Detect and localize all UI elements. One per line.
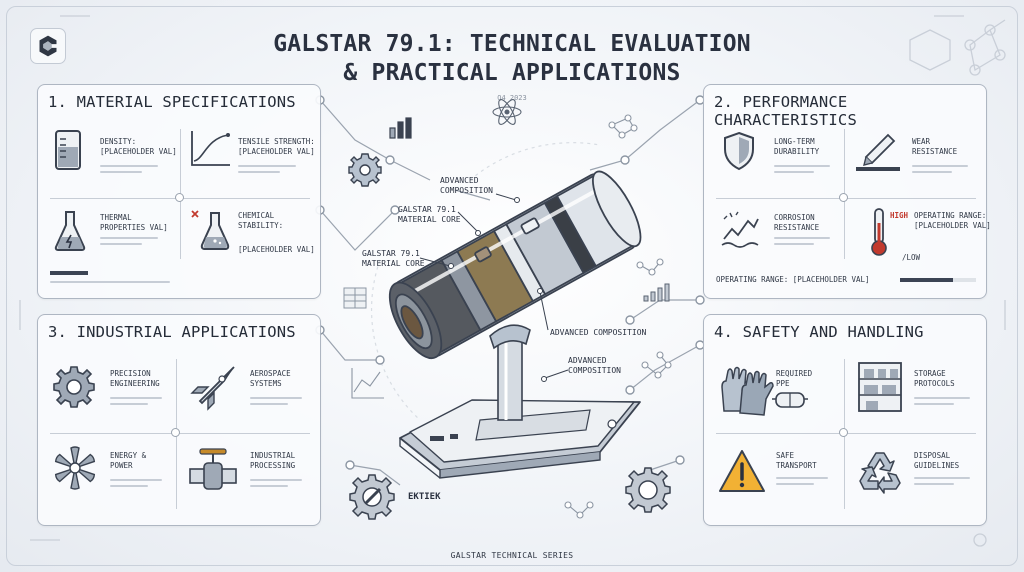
thermometer-icon [868,207,890,257]
panel-title-performance: 2. PERFORMANCE CHARACTERISTICS [714,93,857,129]
corrosion-resistance-label: CORROSION RESISTANCE [774,213,820,232]
stand-post [489,324,531,421]
wrench-gear-icon [349,474,395,520]
density-label: DENSITY: [PLACEHOLDER VAL] [100,137,177,156]
corrosion-icon [718,207,762,251]
shield-icon [722,131,756,171]
flask-icon [52,209,88,253]
panel-material-specifications: 1. MATERIAL SPECIFICATIONS DENSITY: [PLA… [37,84,321,299]
range-low-label: /LOW [902,253,921,262]
chemical-flask-icon [188,207,232,253]
material-footer-bars [50,281,180,287]
panel-title-safety: 4. SAFETY AND HANDLING [714,323,924,341]
operating-range-footer: OPERATING RANGE: [PLACEHOLDER VAL] [716,275,870,284]
safe-transport-label: SAFE TRANSPORT [776,451,817,470]
table-icon [343,287,367,309]
material-core-cylinder [388,170,642,360]
atom-icon [492,99,522,125]
callout-advanced-composition-right: ADVANCED COMPOSITION [550,328,647,337]
callout-material-core-upper: GALSTAR 79.1 MATERIAL CORE [398,205,461,224]
tensile-strength-label: TENSILE STRENGTH: [PLACEHOLDER VAL] [238,137,315,156]
transport-bars [776,477,832,489]
stand-base [399,399,641,479]
storage-protocols-label: STORAGE PROTOCOLS [914,369,955,388]
callout-material-core-lower: GALSTAR 79.1 MATERIAL CORE [362,249,425,268]
chemical-stability-value: [PLACEHOLDER VAL] [238,245,315,254]
aerospace-bars [250,397,306,409]
disposal-bars [914,477,974,489]
gear-icon [52,365,96,409]
divider-node [839,193,848,202]
processing-bars [250,479,306,491]
brand-label: EKTIEK [408,492,441,502]
divider-node [171,428,180,437]
operating-range-label: OPERATING RANGE: [PLACEHOLDER VAL] [914,211,991,230]
wear-resistance-label: WEAR RESISTANCE [912,137,958,156]
precision-engineering-label: PRECISION ENGINEERING [110,369,160,388]
report-date: Q4 2023 [497,94,527,102]
energy-power-label: ENERGY & POWER [110,451,147,470]
page-title: GALSTAR 79.1: TECHNICAL EVALUATION & PRA… [262,30,762,88]
material-progress [50,271,88,275]
precision-bars [110,397,166,409]
panel-safety-handling: 4. SAFETY AND HANDLING REQUIRED PPE STOR… [703,314,987,526]
divider-node [839,428,848,437]
outer-frame [6,6,1018,566]
density-bars [100,165,162,177]
panel-title-material: 1. MATERIAL SPECIFICATIONS [48,93,296,111]
recycle-icon [856,449,904,495]
gear-icon [625,467,671,513]
wear-bars [912,165,972,177]
thermal-label: THERMAL PROPERTIES VAL] [100,213,168,232]
panel-industrial-applications: 3. INDUSTRIAL APPLICATIONS PRECISION ENG… [37,314,321,526]
panel-title-industrial: 3. INDUSTRIAL APPLICATIONS [48,323,296,341]
bar-graph-icon [389,117,412,139]
divider [50,433,310,434]
title-line-2: & PRACTICAL APPLICATIONS [343,60,681,86]
thermal-bars [100,237,162,249]
callout-advanced-composition-top: ADVANCED COMPOSITION [440,176,493,195]
storage-bars [914,397,974,409]
industrial-processing-label: INDUSTRIAL PROCESSING [250,451,296,470]
small-chart-icon [643,283,670,302]
tensile-strength-icon [188,129,232,169]
warning-icon [718,449,766,493]
molecule-icon [564,114,672,519]
durability-bars [774,165,834,177]
durability-label: LONG-TERM DURABILITY [774,137,820,156]
density-icon [52,129,84,171]
gear-icon [348,153,382,187]
panel-performance-characteristics: 2. PERFORMANCE CHARACTERISTICS LONG-TERM… [703,84,991,299]
required-ppe-label: REQUIRED PPE [776,369,813,388]
footer-series: GALSTAR TECHNICAL SERIES [450,551,574,560]
valve-icon [188,447,238,493]
gloves-goggles-icon [718,365,808,417]
storage-shelf-icon [856,361,904,413]
disposal-guidelines-label: DISPOSAL GUIDELINES [914,451,960,470]
tensile-bars [238,165,300,177]
title-line-1: GALSTAR 79.1: TECHNICAL EVALUATION [273,31,751,57]
range-high-label: HIGH [890,211,909,220]
callout-advanced-composition-bottom: ADVANCED COMPOSITION [568,356,621,375]
corrosion-bars [774,237,834,249]
wear-pen-icon [852,129,902,173]
turbine-icon [52,445,98,491]
chemical-stability-label: CHEMICAL STABILITY: [238,211,284,230]
line-graph-icon [351,368,384,399]
rocket-icon [188,363,238,413]
energy-bars [110,479,166,491]
brand-logo [30,28,66,64]
divider-node [175,193,184,202]
operating-range-bar [900,278,976,282]
aerospace-systems-label: AEROSPACE SYSTEMS [250,369,291,388]
